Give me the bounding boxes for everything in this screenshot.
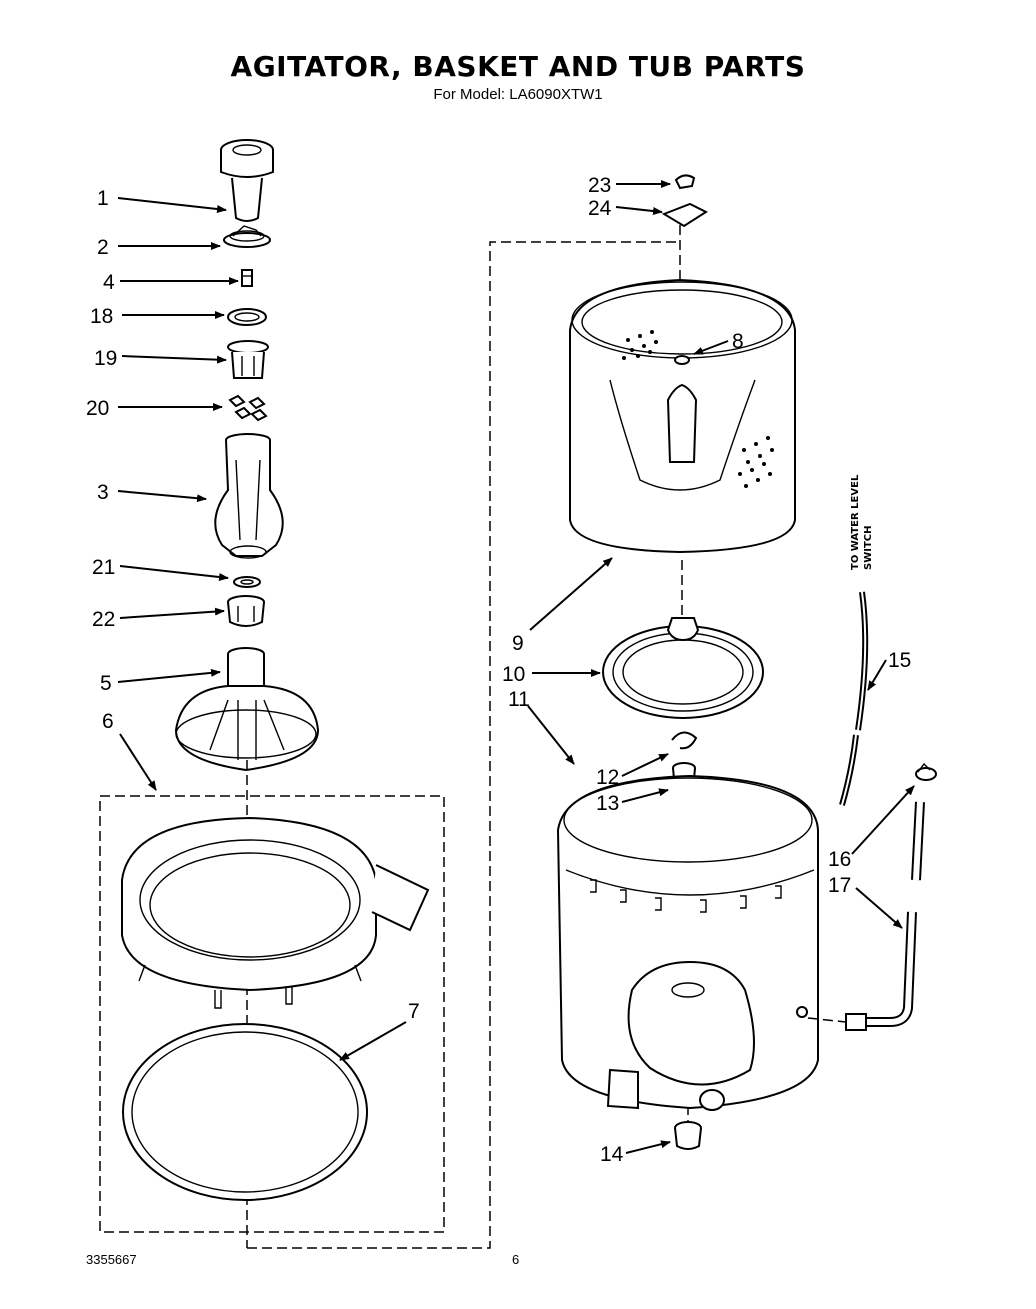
air-dome-hose-part xyxy=(845,801,925,1031)
page-title: AGITATOR, BASKET AND TUB PARTS xyxy=(230,50,806,83)
page-number: 6 xyxy=(512,1252,520,1267)
callout-7: 7 xyxy=(408,1000,420,1023)
cap-seal-part xyxy=(223,225,271,248)
retainer-part xyxy=(661,202,709,228)
callout-6: 6 xyxy=(102,710,114,733)
clip-part xyxy=(674,174,696,190)
tub-ring-part xyxy=(121,816,430,1009)
callout-14: 14 xyxy=(600,1143,624,1166)
o-ring-part xyxy=(227,308,267,326)
callout-8: 8 xyxy=(732,330,744,353)
callout-21: 21 xyxy=(92,556,115,579)
dogs-part xyxy=(228,394,268,422)
agitator-cap-part xyxy=(220,139,274,222)
water-level-note-line1: TO WATER LEVEL xyxy=(850,474,861,570)
callout-15: 15 xyxy=(888,649,911,672)
callout-23: 23 xyxy=(588,174,611,197)
cam-part xyxy=(227,595,265,627)
agitator-base-part xyxy=(174,647,320,772)
callout-16: 16 xyxy=(828,848,851,871)
agitator-barrel-part xyxy=(214,433,284,559)
dog-carrier-part xyxy=(227,340,269,379)
assembly-group-box xyxy=(99,795,445,1233)
basket-part xyxy=(569,278,796,554)
callout-1: 1 xyxy=(97,187,109,210)
model-subtitle: For Model: LA6090XTW1 xyxy=(433,86,603,103)
callout-9: 9 xyxy=(512,632,524,655)
snubber-ring-part xyxy=(122,1023,368,1201)
callout-17: 17 xyxy=(828,874,851,897)
callout-13: 13 xyxy=(596,792,619,815)
callout-12: 12 xyxy=(596,766,619,789)
callout-11: 11 xyxy=(508,688,530,711)
callout-24: 24 xyxy=(588,197,612,220)
tub-part xyxy=(556,774,819,1111)
tub-seal-part xyxy=(674,1121,702,1150)
ring-clip-part xyxy=(671,731,698,750)
bolt-part xyxy=(241,269,253,287)
pressure-hose-part xyxy=(839,591,869,806)
callout-5: 5 xyxy=(100,672,112,695)
callout-19: 19 xyxy=(94,347,117,370)
callout-20: 20 xyxy=(86,397,109,420)
callout-3: 3 xyxy=(97,481,109,504)
hose-connector-line xyxy=(807,1017,847,1023)
callout-2: 2 xyxy=(97,236,109,259)
hose-clamp-part xyxy=(915,762,937,781)
callout-22: 22 xyxy=(92,608,115,631)
callout-labels: 1 2 4 18 19 20 3 21 22 5 6 7 8 9 10 11 1… xyxy=(86,174,911,1166)
drive-hub-part xyxy=(602,617,764,719)
connector-path xyxy=(247,241,680,1249)
basket-holes xyxy=(622,330,774,488)
callout-4: 4 xyxy=(103,271,115,294)
document-number: 3355667 xyxy=(86,1252,137,1267)
washer-part xyxy=(233,576,261,588)
callout-arrows xyxy=(117,180,915,1154)
tub-fins xyxy=(590,879,782,913)
callout-10: 10 xyxy=(502,663,525,686)
water-level-note-line2: SWITCH xyxy=(863,526,874,570)
water-level-note: TO WATER LEVEL SWITCH xyxy=(850,474,874,570)
callout-18: 18 xyxy=(90,305,113,328)
